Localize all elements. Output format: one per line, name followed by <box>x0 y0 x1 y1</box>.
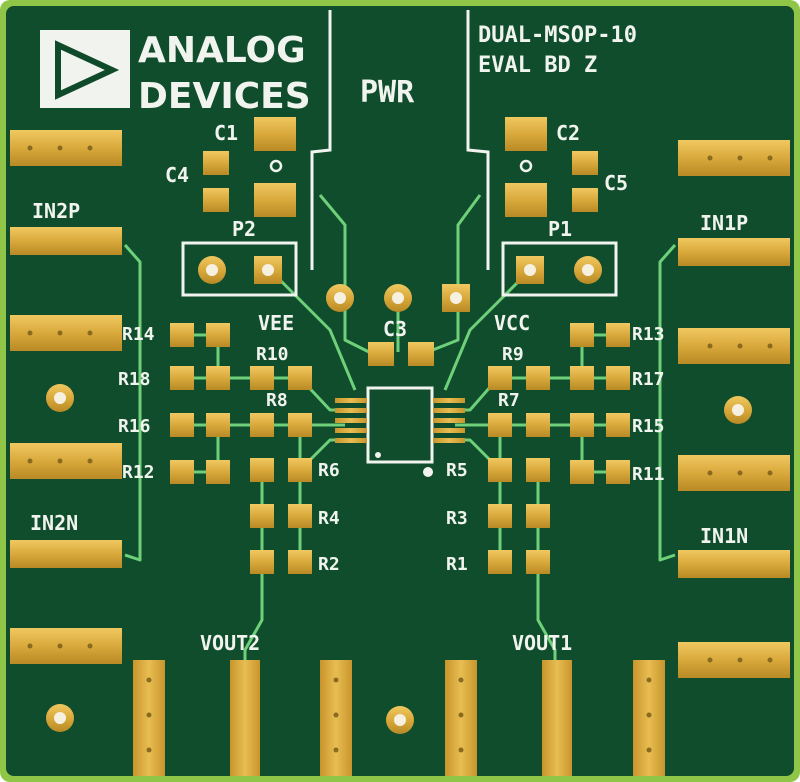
label-r11: R11 <box>632 464 665 485</box>
label-r12: R12 <box>122 462 155 483</box>
label-in2n: IN2N <box>30 511 78 535</box>
label-r2: R2 <box>318 554 340 575</box>
label-r5: R5 <box>446 460 468 481</box>
label-vcc: VCC <box>494 311 530 335</box>
pwr-outline-left <box>310 10 332 270</box>
label-r3: R3 <box>446 508 468 529</box>
p2-outline <box>181 241 298 297</box>
label-c3: C3 <box>383 317 407 341</box>
label-r13: R13 <box>632 324 665 345</box>
label-r18: R18 <box>118 369 151 390</box>
label-pwr: PWR <box>360 75 415 110</box>
label-c2: C2 <box>556 121 580 145</box>
label-c4: C4 <box>165 163 189 187</box>
label-r16: R16 <box>118 416 151 437</box>
label-p1: P1 <box>548 217 572 241</box>
label-vout1: VOUT1 <box>512 631 572 655</box>
test-points <box>326 284 470 312</box>
mounting-holes <box>46 384 752 734</box>
adi-logo <box>40 30 130 108</box>
edge-pads-right <box>678 140 790 678</box>
label-r17: R17 <box>632 369 665 390</box>
adi-triangle-icon <box>55 40 120 100</box>
p1-outline <box>501 241 618 297</box>
label-c5: C5 <box>604 171 628 195</box>
board-title-line1: DUAL-MSOP-10 <box>478 23 637 48</box>
label-vout2: VOUT2 <box>200 631 260 655</box>
label-c1: C1 <box>214 121 238 145</box>
label-vee: VEE <box>258 311 294 335</box>
label-r10: R10 <box>256 344 289 365</box>
board-title-line2: EVAL BD Z <box>478 53 597 78</box>
logo-text-devices: DEVICES <box>138 76 311 117</box>
label-r15: R15 <box>632 416 665 437</box>
resistor-pads-left <box>170 323 312 574</box>
resistor-pads-right <box>488 323 630 574</box>
label-in1p: IN1P <box>700 211 748 235</box>
ic-footprint <box>335 386 465 477</box>
capacitor-pads <box>203 117 598 366</box>
label-r6: R6 <box>318 460 340 481</box>
label-r14: R14 <box>122 324 155 345</box>
logo-text-analog: ANALOG <box>138 30 306 71</box>
label-p2: P2 <box>232 217 256 241</box>
label-in1n: IN1N <box>700 524 748 548</box>
edge-pad-vias <box>27 145 773 753</box>
label-r8: R8 <box>266 390 288 411</box>
pwr-outline-right <box>466 10 490 270</box>
label-r7: R7 <box>498 390 520 411</box>
label-r9: R9 <box>502 344 524 365</box>
label-in2p: IN2P <box>32 199 80 223</box>
label-r4: R4 <box>318 508 340 529</box>
label-r1: R1 <box>446 554 468 575</box>
